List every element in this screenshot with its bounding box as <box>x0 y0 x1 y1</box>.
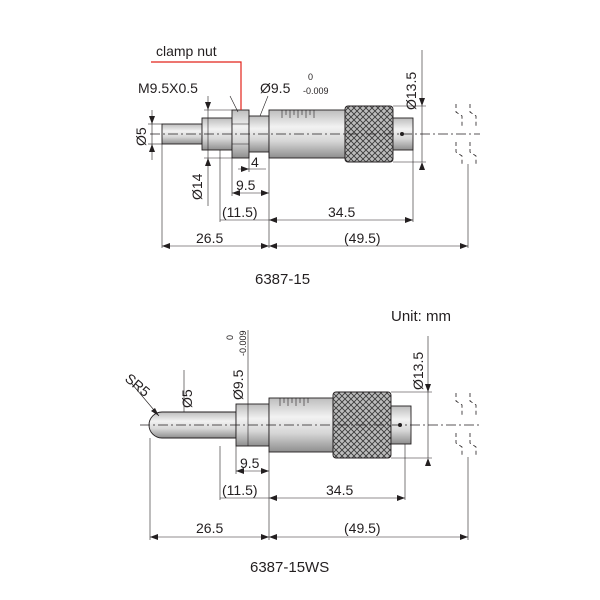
drawing-6387-15: clamp nut M9.5X0.5 Ø9.5 0 -0.009 Ø13.5 Ø… <box>133 43 480 288</box>
dim-9-5: 9.5 <box>236 177 256 193</box>
nut-diameter-label: Ø14 <box>189 173 205 200</box>
tip-diameter-label: Ø5 <box>179 389 195 408</box>
dim-11-5: (11.5) <box>222 204 258 220</box>
break-line <box>455 393 463 457</box>
sleeve-graduation <box>279 398 309 406</box>
dim-9-5: 9.5 <box>240 455 260 471</box>
dim-26-5: 26.5 <box>196 520 223 536</box>
spindle-diameter-label: Ø9.5 <box>260 80 291 96</box>
tolerance-upper: 0 <box>308 72 313 82</box>
sleeve-graduation <box>281 110 315 118</box>
tolerance-lower: -0.009 <box>303 86 329 96</box>
model-label-6387-15: 6387-15 <box>255 271 310 288</box>
unit-label: Unit: mm <box>391 308 451 325</box>
dim-49-5: (49.5) <box>344 230 381 246</box>
dim-49-5: (49.5) <box>344 520 381 536</box>
tolerance-upper: 0 <box>225 335 235 340</box>
dim-34-5: 34.5 <box>328 204 355 220</box>
drawing-6387-15ws: SR5 Ø5 Ø9.5 0 -0.009 Ø13.5 9.5 (11.5) <box>122 330 480 576</box>
thread-label: M9.5X0.5 <box>138 80 198 96</box>
model-label-6387-15ws: 6387-15WS <box>250 559 329 576</box>
sphere-radius-label: SR5 <box>122 370 153 400</box>
clamp-nut-leader <box>151 61 242 110</box>
thimble-diameter-label: Ø13.5 <box>403 72 419 110</box>
dim-26-5: 26.5 <box>196 230 223 246</box>
tolerance-lower: -0.009 <box>238 330 248 356</box>
dim-34-5: 34.5 <box>326 482 353 498</box>
tip-diameter-label: Ø5 <box>133 127 149 146</box>
dim-11-5: (11.5) <box>222 482 258 498</box>
clamp-nut-label: clamp nut <box>156 43 217 59</box>
break-line <box>455 104 463 164</box>
spindle-diameter-label: Ø9.5 <box>230 369 246 400</box>
dim-4: 4 <box>251 154 259 170</box>
thimble-diameter-label: Ø13.5 <box>410 352 426 390</box>
